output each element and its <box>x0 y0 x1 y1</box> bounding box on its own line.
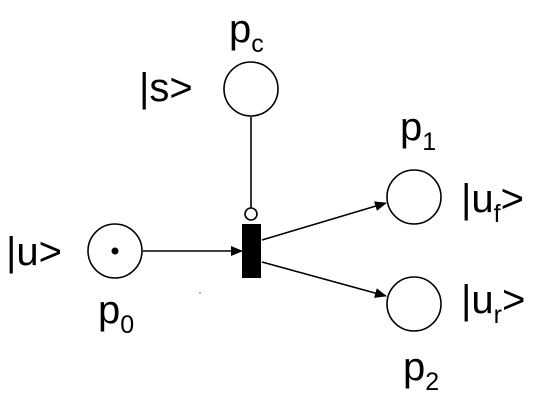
label-p1-main: p <box>400 105 422 149</box>
label-p2: p2 <box>403 345 439 396</box>
label-p2-main: p <box>403 345 425 389</box>
state-label-p2-main: |u <box>461 278 494 322</box>
state-label-p1-end: > <box>501 177 524 221</box>
inhibitor-circle <box>244 207 258 221</box>
state-label-p0: |u> <box>6 230 62 274</box>
state-label-p1-sub: f <box>494 200 501 228</box>
label-pc-sub: c <box>251 30 264 58</box>
label-pc: pc <box>229 7 264 58</box>
transition-bar <box>242 224 261 278</box>
token-p0 <box>111 247 119 255</box>
label-p0-main: p <box>98 288 120 332</box>
place-p1 <box>386 169 442 225</box>
stray-dot <box>199 292 201 294</box>
state-label-pc: |s> <box>139 66 193 110</box>
arc-transition-to-p2 <box>261 261 387 298</box>
state-label-p2-end: > <box>502 278 525 322</box>
label-p1: p1 <box>400 105 436 156</box>
state-label-p2-sub: r <box>494 301 502 329</box>
state-label-p2: |ur> <box>461 278 525 329</box>
label-pc-main: p <box>229 7 251 51</box>
arc-transition-to-p1 <box>261 201 387 241</box>
state-label-p1-main: |u <box>461 177 494 221</box>
place-pc <box>223 61 279 117</box>
label-p2-sub: 2 <box>425 368 439 396</box>
place-p2 <box>386 276 442 332</box>
label-p0-sub: 0 <box>120 311 134 339</box>
label-p1-sub: 1 <box>422 128 436 156</box>
state-label-p1: |uf> <box>461 177 524 228</box>
label-p0: p0 <box>98 288 134 339</box>
